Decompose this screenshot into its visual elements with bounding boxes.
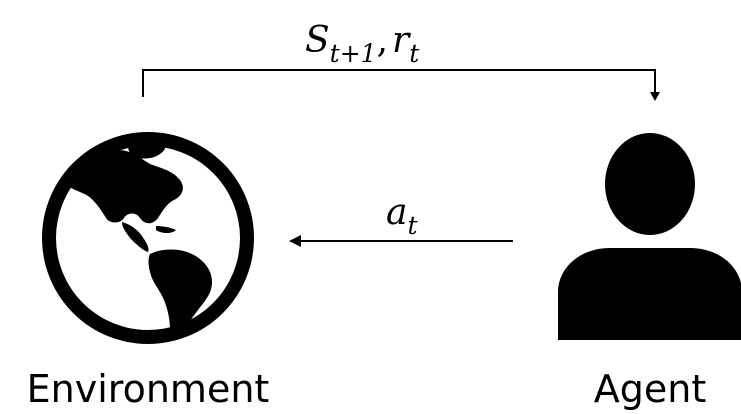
action-symbol: a xyxy=(386,192,407,233)
action-label: at xyxy=(386,192,418,240)
label-separator: , xyxy=(377,20,388,61)
reward-symbol: r xyxy=(392,20,411,61)
action-arrow xyxy=(289,235,513,247)
agent-label: Agent xyxy=(594,367,706,411)
state-reward-label: St+1,rt xyxy=(305,20,420,68)
environment-label: Environment xyxy=(27,367,270,411)
globe-icon xyxy=(42,132,254,344)
reward-subscript: t xyxy=(409,39,420,68)
action-subscript: t xyxy=(407,211,418,240)
state-symbol: S xyxy=(305,20,330,61)
person-icon xyxy=(558,133,741,340)
state-subscript: t+1 xyxy=(330,39,377,68)
state-reward-arrow xyxy=(142,69,660,101)
